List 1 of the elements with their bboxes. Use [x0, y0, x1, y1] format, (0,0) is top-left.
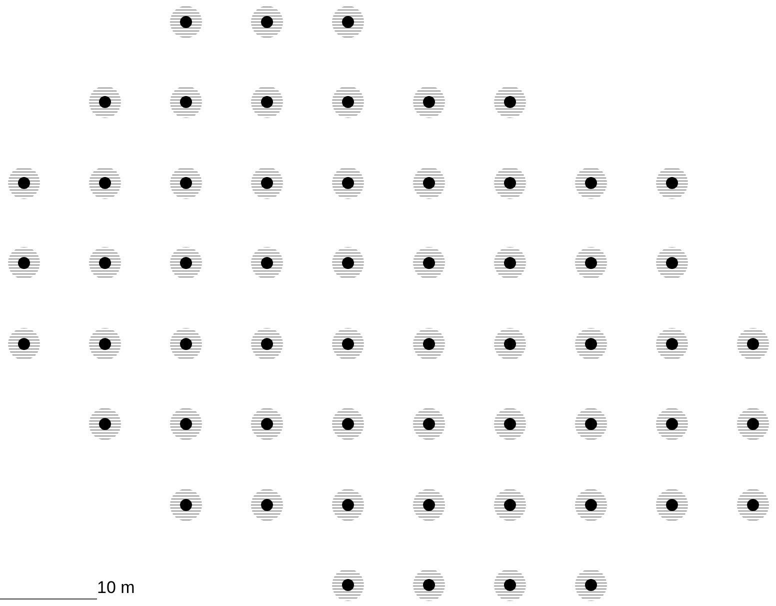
scale-label: 10 m — [97, 579, 135, 596]
